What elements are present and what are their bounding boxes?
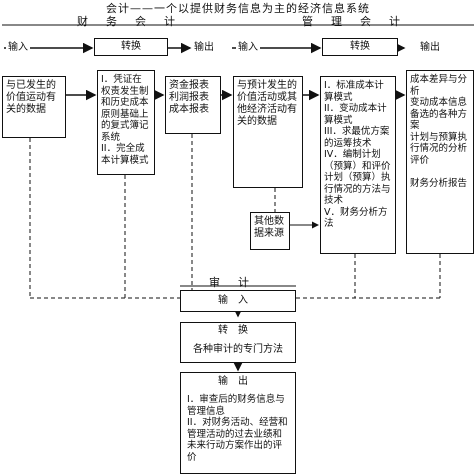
financial-input-box: 与已发生的价值运动有关的数据	[2, 76, 66, 138]
audit-output-text: I．审查后的财务信息与管理信息 II．对财务活动、经营和管理活动的过去业绩和未来…	[187, 394, 288, 463]
other-data-source-box: 其他数据来源	[250, 212, 290, 250]
section-audit-title: 审计	[209, 276, 267, 289]
management-transform-label: 转换	[322, 38, 398, 56]
financial-output-label: 输出	[192, 42, 216, 54]
financial-transform-label: 转换	[94, 38, 168, 56]
audit-transform-box: 转换 各种审计的专门方法	[180, 322, 296, 363]
management-input-label: 输入	[236, 42, 260, 54]
audit-input-box: 输入	[180, 290, 296, 312]
audit-output-label: 输出	[218, 376, 258, 387]
management-output-box: 成本差异与分析 变动成本信息 备选的各种方案 计划与预算执行情况的分析评价 财务…	[406, 70, 474, 254]
financial-input-label: 输入	[6, 42, 30, 54]
management-transform-box: I．标准成本计算模式 II．变动成本计算模式 III．求最优方案的运筹技术 IV…	[320, 76, 396, 254]
audit-output-box: 输出 I．审查后的财务信息与管理信息 II．对财务活动、经营和管理活动的过去业绩…	[180, 372, 296, 474]
audit-transform-text: 各种审计的专门方法	[193, 344, 283, 355]
management-input-box: 与预计发生的价值活动或其他经济活动有关的数据	[233, 76, 303, 188]
financial-transform-box: I．凭证在权责发生制和历史成本原则基础上的复式簿记系统 II．完全成本计算模式	[97, 70, 155, 175]
diagram-title: 会计——一个以提供财务信息为主的经济信息系统	[106, 2, 370, 15]
financial-output-box: 资金报表利润报表成本报表	[165, 76, 221, 134]
audit-transform-label: 转换	[218, 325, 258, 336]
management-output-label: 输出	[418, 42, 442, 54]
